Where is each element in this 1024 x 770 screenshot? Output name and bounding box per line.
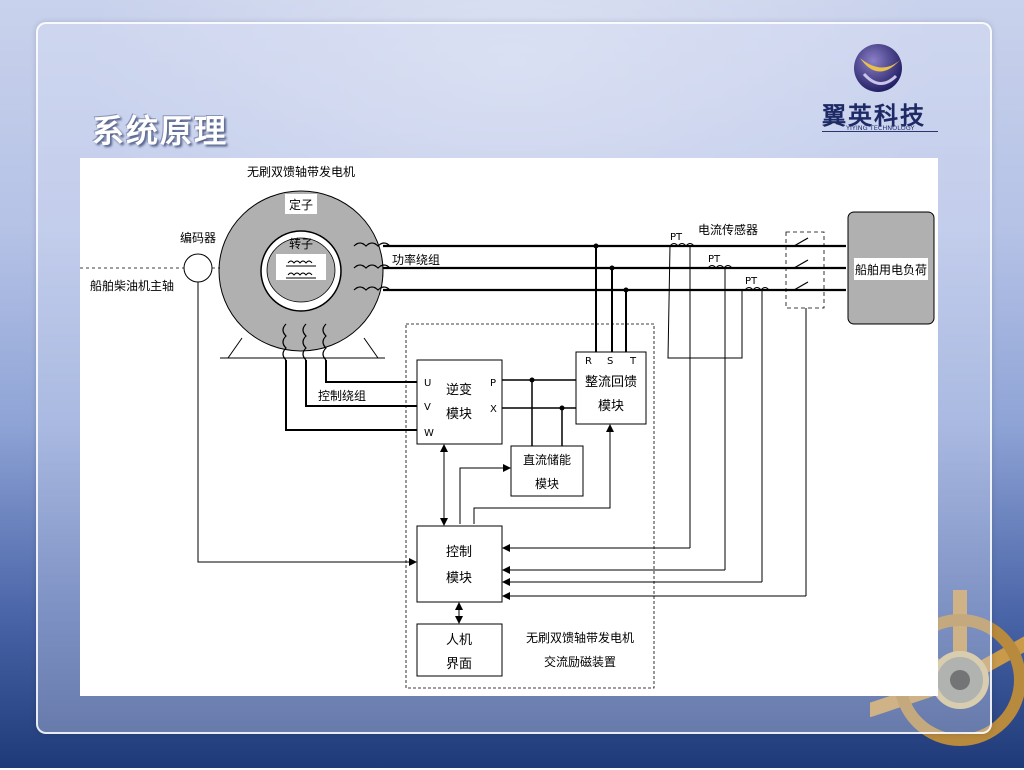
system-diagram: 定子 转子 无刷双馈轴带发电机 编码器 船舶柴油机主轴 功率绕组 控制绕组 船舶… bbox=[80, 158, 938, 696]
inverter-label-2: 模块 bbox=[446, 407, 472, 422]
current-sensor-label: 电流传感器 bbox=[698, 222, 758, 237]
terminal-v: V bbox=[424, 402, 431, 413]
inverter-label-1: 逆变 bbox=[446, 382, 472, 398]
terminal-r: R bbox=[585, 356, 592, 367]
generator-label: 无刷双馈轴带发电机 bbox=[247, 164, 355, 179]
terminal-u: U bbox=[424, 378, 431, 389]
rectifier-label-2: 模块 bbox=[598, 399, 624, 414]
dc-storage-label-1: 直流储能 bbox=[523, 452, 571, 467]
company-logo-subtitle: YIYING TECHNOLOGY bbox=[846, 124, 915, 132]
pt-label-2: PT bbox=[708, 254, 721, 265]
power-winding-label: 功率绕组 bbox=[392, 252, 440, 267]
hmi-label-1: 人机 bbox=[446, 633, 472, 648]
rectifier-label-1: 整流回馈 bbox=[585, 375, 637, 390]
company-logo-icon bbox=[854, 44, 902, 92]
dc-storage-label-2: 模块 bbox=[535, 477, 559, 491]
logo-underline bbox=[822, 131, 938, 132]
terminal-x: X bbox=[490, 404, 497, 415]
device-label-1: 无刷双馈轴带发电机 bbox=[526, 630, 634, 645]
pt-label-1: PT bbox=[670, 232, 683, 243]
rotor-label: 转子 bbox=[289, 236, 313, 251]
terminal-s: S bbox=[607, 356, 613, 367]
load-label: 船舶用电负荷 bbox=[855, 262, 927, 277]
control-label-2: 模块 bbox=[446, 571, 472, 586]
company-logo-text: 翼英科技 bbox=[822, 102, 926, 130]
pt-label-3: PT bbox=[745, 276, 758, 287]
device-label-2: 交流励磁装置 bbox=[544, 654, 616, 669]
hmi-label-2: 界面 bbox=[446, 657, 472, 672]
control-winding-label: 控制绕组 bbox=[318, 389, 366, 403]
slide-title: 系统原理 bbox=[92, 112, 229, 150]
stator-label: 定子 bbox=[289, 197, 313, 212]
encoder-label: 编码器 bbox=[180, 230, 216, 245]
terminal-w: W bbox=[424, 428, 434, 439]
control-label-1: 控制 bbox=[446, 545, 472, 560]
shaft-label: 船舶柴油机主轴 bbox=[90, 278, 174, 293]
terminal-p: P bbox=[490, 378, 496, 389]
generator: 定子 转子 无刷双馈轴带发电机 bbox=[218, 164, 385, 359]
terminal-t: T bbox=[629, 356, 637, 367]
